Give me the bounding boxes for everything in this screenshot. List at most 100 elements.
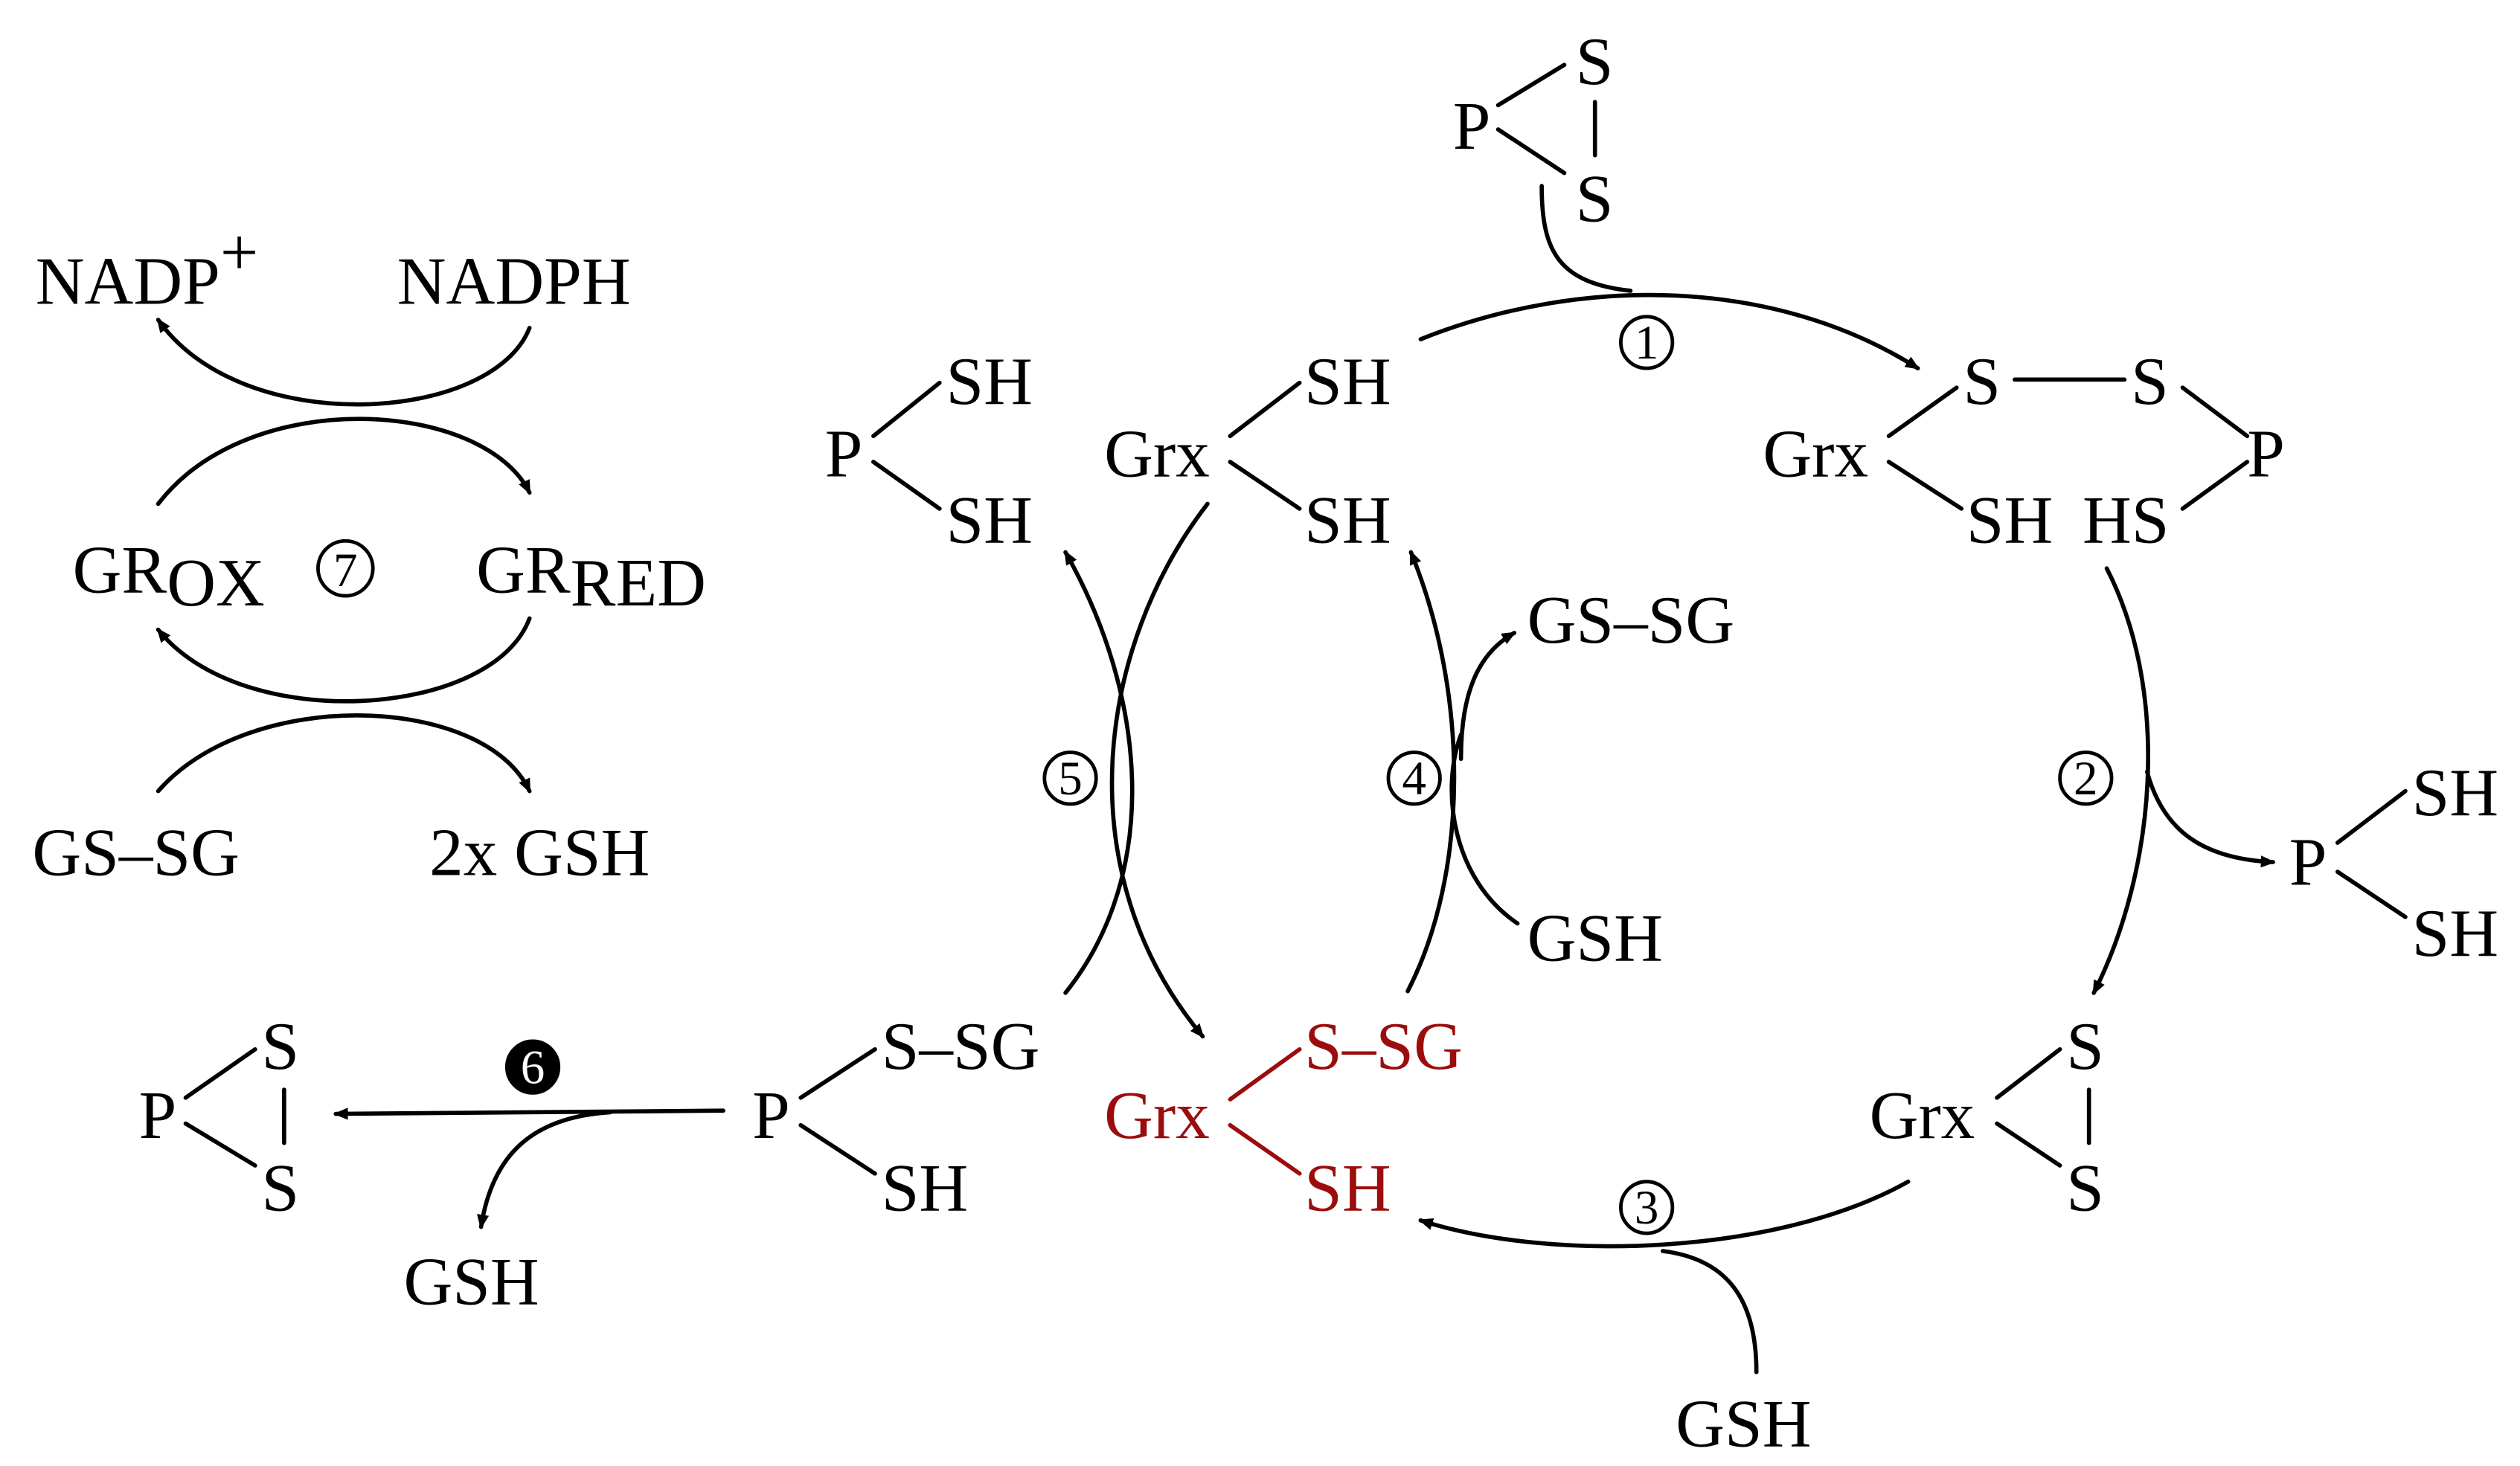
s-atom-lower: S bbox=[262, 1151, 300, 1226]
p-s-bond-lower bbox=[1495, 127, 1567, 176]
protein-disulfide-top: P S S bbox=[1453, 24, 1614, 236]
sh-lower: SH bbox=[2412, 896, 2499, 971]
step-5-arrow-to-protein bbox=[1063, 550, 1135, 995]
nadp-text: NADP bbox=[36, 243, 220, 318]
step-4-marker: 4 bbox=[1386, 750, 1442, 806]
gr-ox-label: GROX bbox=[73, 533, 265, 620]
step-5-number: 5 bbox=[1058, 752, 1083, 806]
step-6-arrow bbox=[333, 1107, 725, 1120]
grx-s-bond bbox=[1886, 385, 1959, 439]
step-4-substrate-curve bbox=[1449, 732, 1520, 926]
grx-disulfide: Grx S S bbox=[1870, 1009, 2104, 1226]
p-atom: P bbox=[2289, 824, 2327, 899]
grx-sh-bond bbox=[1886, 460, 1964, 511]
p-s-bond bbox=[798, 1047, 877, 1100]
grx-s-bond-lower bbox=[1995, 1121, 2062, 1168]
grx-label: Grx bbox=[1763, 417, 1868, 492]
step-1-substrate-curve bbox=[1539, 184, 1633, 293]
p-s-bond-lower bbox=[183, 1121, 257, 1168]
p-atom: P bbox=[2247, 417, 2285, 492]
step-4-product-curve bbox=[1458, 631, 1517, 762]
p-sh-bond bbox=[798, 1122, 877, 1176]
p-atom: P bbox=[752, 1078, 790, 1153]
step-3-marker: 3 bbox=[1619, 1180, 1675, 1235]
protein-reduced-right: P SH SH bbox=[2289, 755, 2498, 971]
gsh-step6-label: GSH bbox=[403, 1244, 539, 1319]
gr-regeneration-cycle: NADP+ NADPH GROX 7 GRRED GS–SG 2x GSH bbox=[32, 214, 706, 890]
step-4-number: 4 bbox=[1402, 752, 1426, 806]
nadph-label: NADPH bbox=[397, 243, 631, 318]
step-2-arrow bbox=[2091, 566, 2150, 995]
step-5-marker: 5 bbox=[1042, 750, 1098, 806]
s-atom-upper: S bbox=[262, 1009, 300, 1084]
step-6-product-curve bbox=[477, 1110, 612, 1229]
grx-sh-bond bbox=[1228, 1122, 1302, 1176]
p-atom: P bbox=[825, 417, 863, 492]
hs-protein: HS bbox=[2083, 482, 2170, 557]
step-1-number: 1 bbox=[1635, 316, 1659, 370]
gssg-to-gsh-arrow bbox=[156, 713, 532, 794]
protein-reduced-left: P SH SH bbox=[825, 344, 1033, 558]
protein-glutathionylated: P S–SG SH bbox=[752, 1009, 1039, 1226]
sh-grx: SH bbox=[1966, 482, 2053, 557]
step-6-marker: 6 bbox=[504, 1039, 561, 1095]
step-3-number: 3 bbox=[1635, 1181, 1659, 1235]
grx-reduced: Grx SH SH bbox=[1104, 344, 1391, 558]
p-atom: P bbox=[139, 1078, 177, 1153]
hs-p-bond bbox=[2180, 460, 2250, 511]
s-sg-group: S–SG bbox=[882, 1009, 1040, 1084]
step-3-arrow bbox=[1418, 1179, 1911, 1249]
step-1-arrow bbox=[1418, 292, 1920, 370]
p-atom: P bbox=[1453, 89, 1491, 164]
gssg-gr-label: GS–SG bbox=[32, 814, 240, 890]
s-atom-lower: S bbox=[1576, 161, 1614, 237]
grx-s-bond-upper bbox=[1995, 1047, 2062, 1100]
grx-protein-mixed-disulfide: Grx S S P SH HS bbox=[1763, 344, 2285, 558]
nadp-charge: + bbox=[220, 214, 258, 289]
nadp-plus-label: NADP+ bbox=[36, 214, 259, 318]
gr-red-subscript: RED bbox=[571, 545, 706, 620]
s-p-bond bbox=[2180, 385, 2250, 439]
s-atom-lower: S bbox=[2066, 1151, 2104, 1226]
grx-label: Grx bbox=[1104, 1078, 1210, 1153]
grx-sh-bond-upper bbox=[1228, 380, 1302, 439]
s-atom-protein: S bbox=[2131, 344, 2169, 419]
s-atom-upper: S bbox=[1576, 24, 1614, 99]
step-2-number: 2 bbox=[2074, 752, 2098, 806]
grx-s-bond bbox=[1228, 1047, 1302, 1102]
step-5-arrow-to-grx bbox=[1109, 501, 1210, 1039]
s-atom-grx: S bbox=[1963, 344, 2001, 419]
gr-red-label: GRRED bbox=[476, 533, 706, 620]
step-4-arrow bbox=[1405, 550, 1457, 994]
grx-glutathionylated: Grx S–SG SH bbox=[1104, 1009, 1463, 1226]
grx-label: Grx bbox=[1870, 1078, 1975, 1153]
step-7-marker: 7 bbox=[316, 539, 375, 598]
p-sh-bond-lower bbox=[871, 460, 942, 511]
p-s-bond-upper bbox=[1495, 62, 1567, 108]
step-6-number: 6 bbox=[521, 1041, 545, 1094]
gr-ox-base: GR bbox=[73, 533, 167, 608]
p-sh-bond-lower bbox=[2335, 869, 2408, 919]
sh-group: SH bbox=[882, 1151, 969, 1226]
sh-upper: SH bbox=[1304, 344, 1391, 419]
step-7-number: 7 bbox=[333, 544, 358, 597]
sh-group: SH bbox=[1304, 1151, 1391, 1226]
gr-ox-to-gr-red-arrow bbox=[156, 417, 532, 507]
step-2-product-curve bbox=[2144, 769, 2276, 868]
p-s-bond-upper bbox=[183, 1047, 257, 1100]
sh-upper: SH bbox=[946, 344, 1033, 419]
step-3-substrate-curve bbox=[1661, 1249, 1759, 1375]
gr-red-base: GR bbox=[476, 533, 571, 608]
sh-lower: SH bbox=[946, 482, 1033, 557]
grx-sh-bond-lower bbox=[1228, 460, 1302, 511]
step-1-marker: 1 bbox=[1619, 315, 1675, 370]
s-sg-group: S–SG bbox=[1304, 1009, 1463, 1084]
nadph-to-nadp-arrow bbox=[156, 318, 532, 407]
gsh-step4-label: GSH bbox=[1527, 900, 1663, 975]
gsh-2x-label: 2x GSH bbox=[429, 814, 650, 890]
gr-ox-subscript: OX bbox=[167, 545, 265, 620]
gr-red-to-gr-ox-arrow bbox=[156, 616, 532, 704]
p-sh-bond-upper bbox=[2335, 788, 2408, 845]
protein-disulfide-left: P S S bbox=[139, 1009, 300, 1226]
